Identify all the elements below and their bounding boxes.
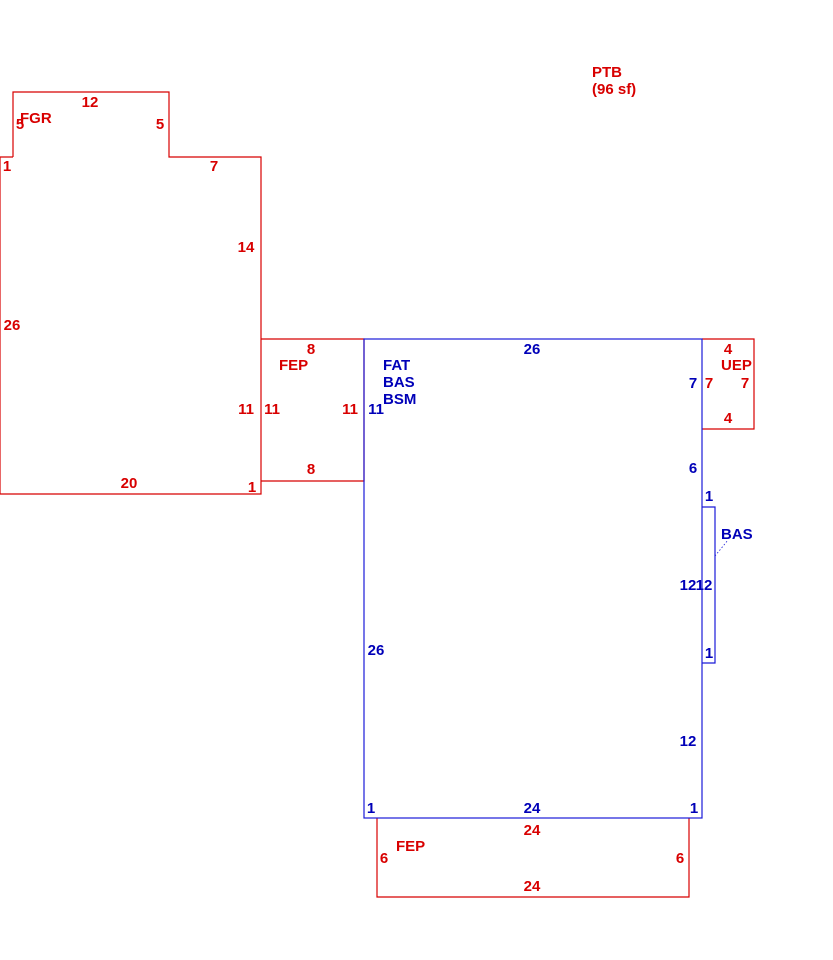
bas-small-label: BAS — [721, 526, 753, 543]
fgr-dim-left-step: 1 — [3, 158, 11, 175]
fgr-dim-left: 26 — [4, 317, 21, 334]
fep-bottom-dim-left: 6 — [380, 850, 388, 867]
uep-dim-top: 4 — [724, 341, 733, 358]
fgr-dim-step: 7 — [210, 158, 218, 175]
uep-dim-right: 7 — [741, 375, 749, 392]
bas-small-dim-top: 1 — [705, 488, 713, 505]
fep-bottom-dim-right: 6 — [676, 850, 684, 867]
fep-bottom-dim-top: 24 — [524, 822, 541, 839]
uep-dim-left: 7 — [705, 375, 713, 392]
bas-small-outline — [702, 506, 716, 664]
fep-bottom-outline — [376, 818, 690, 898]
fgr-dim-right-upper: 14 — [238, 239, 255, 256]
fep-left-area: FEP 8 11 11 8 — [261, 338, 365, 482]
fep-left-dim-left: 11 — [264, 401, 280, 418]
fgr-dim-bottom: 20 — [121, 475, 138, 492]
main-label-bas: BAS — [383, 374, 415, 391]
uep-area: UEP 4 7 7 4 — [702, 338, 755, 430]
main-dim-left-top: 11 — [368, 401, 384, 418]
fep-left-dim-bottom: 8 — [307, 461, 315, 478]
main-dim-left: 26 — [368, 642, 385, 659]
main-outline — [363, 338, 703, 819]
fep-left-dim-top: 8 — [307, 341, 315, 358]
main-dim-bottom: 24 — [524, 800, 541, 817]
ptb-area-label: (96 sf) — [592, 81, 636, 98]
bas-small-dim-side: 12 — [696, 577, 713, 594]
fgr-label: FGR — [20, 110, 52, 127]
ptb-label-group: PTB (96 sf) — [592, 64, 636, 98]
uep-dim-bottom: 4 — [724, 410, 733, 427]
fgr-dim-bottom-right: 1 — [248, 479, 256, 496]
main-area: FAT BAS BSM 26 11 26 7 6 12 12 24 1 1 — [363, 338, 703, 819]
main-dim-right-lower: 12 — [680, 733, 697, 750]
main-dim-notch: 12 — [680, 577, 697, 594]
main-dim-top: 26 — [524, 341, 541, 358]
main-label-fat: FAT — [383, 357, 410, 374]
ptb-label: PTB — [592, 64, 622, 81]
fep-bottom-label: FEP — [396, 838, 425, 855]
fep-left-label: FEP — [279, 357, 308, 374]
fgr-dim-right-lower: 11 — [238, 401, 254, 418]
bas-small-dim-bottom: 1 — [705, 645, 713, 662]
fgr-dim-right-notch: 5 — [156, 116, 164, 133]
main-dim-right-mid: 6 — [689, 460, 697, 477]
fgr-area: FGR 12 5 5 7 14 1 26 11 20 1 — [0, 91, 262, 496]
main-label-bsm: BSM — [383, 391, 416, 408]
fep-bottom-dim-bottom: 24 — [524, 878, 541, 895]
fgr-dim-top: 12 — [82, 94, 99, 111]
fgr-outline — [0, 91, 262, 495]
main-dim-bottom-right: 1 — [690, 800, 698, 817]
fgr-dim-left-notch: 5 — [16, 116, 24, 133]
fep-left-dim-right: 11 — [342, 401, 358, 418]
main-dim-bottom-left: 1 — [367, 800, 375, 817]
fep-bottom-area: FEP 24 6 6 24 — [376, 818, 690, 898]
uep-outline — [702, 338, 755, 430]
uep-label: UEP — [721, 357, 752, 374]
main-dim-right-top: 7 — [689, 375, 697, 392]
bas-small-area: BAS 1 12 1 — [696, 488, 753, 664]
